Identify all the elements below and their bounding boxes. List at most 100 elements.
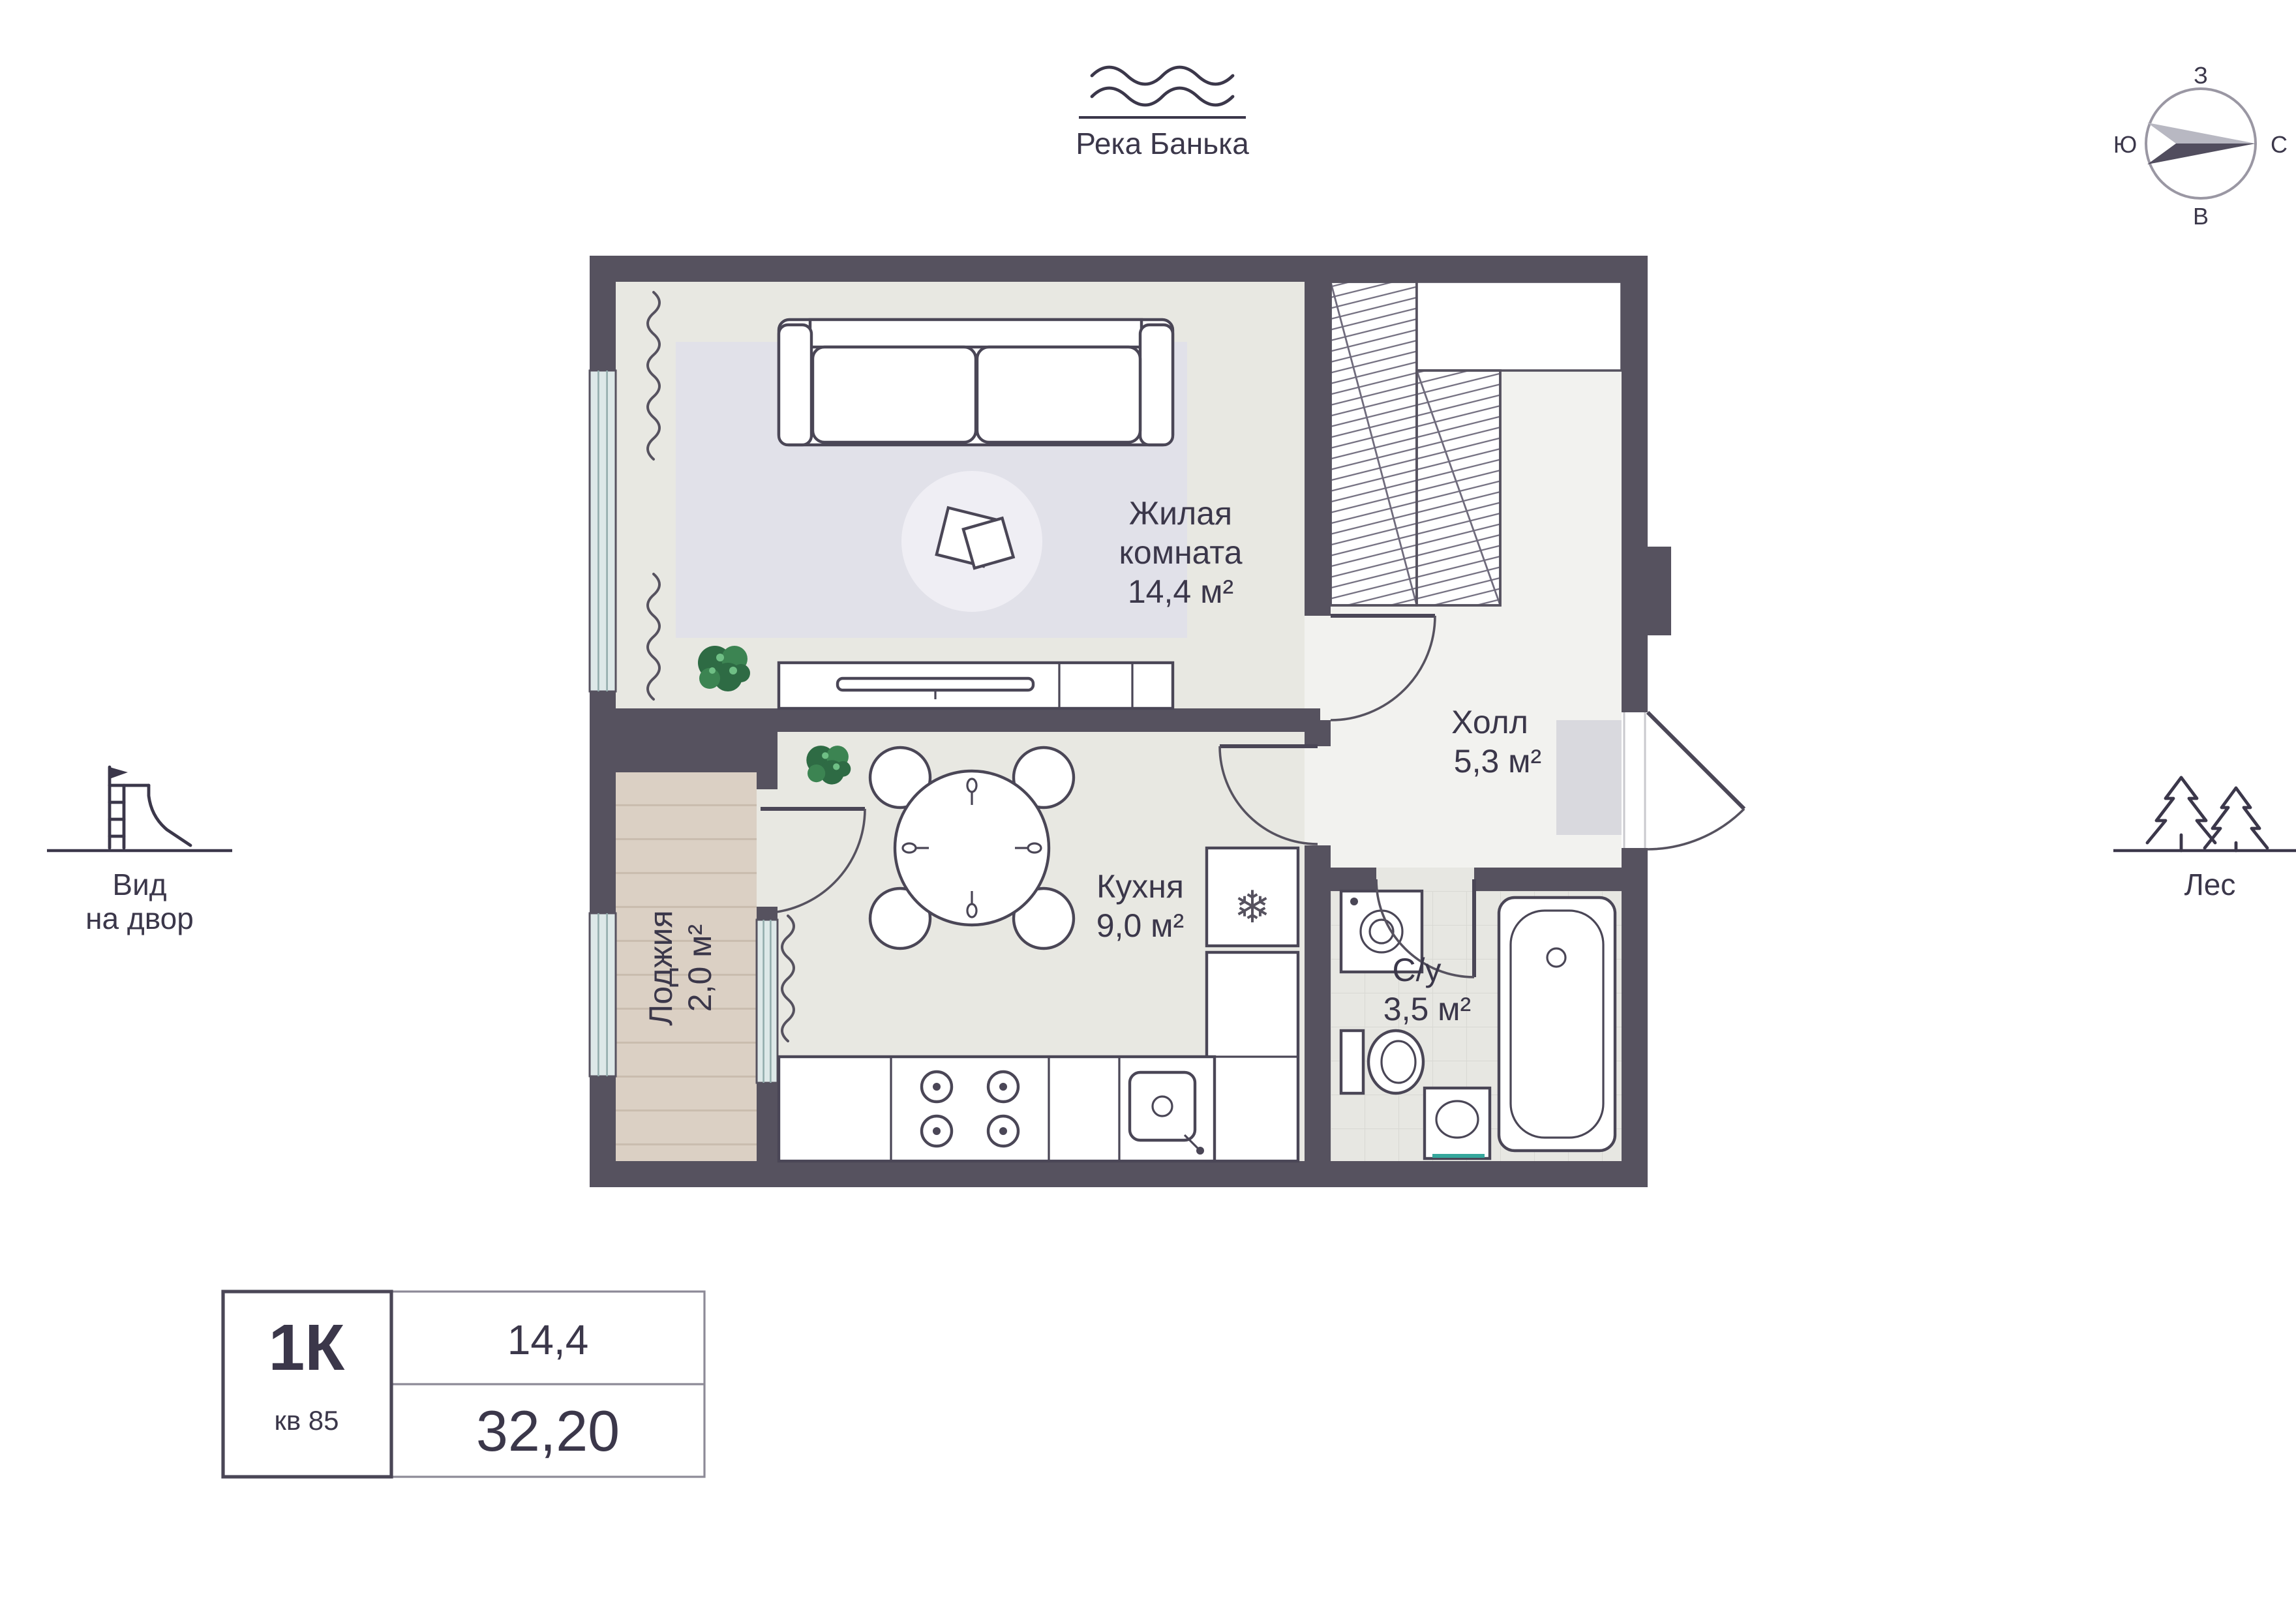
kitchen-door [1218,744,1318,845]
total-area-value: 32,20 [476,1399,620,1463]
playground-icon [108,765,192,850]
compass-needle-dark [2147,144,2256,164]
bathroom-area: 3,5 м² [1383,991,1471,1027]
river-landmark: Река Банька [1076,65,1249,160]
bathroom-sink [1423,1086,1492,1160]
info-card: 1К кв 85 14,4 32,20 [221,1290,706,1479]
kitchen-window [755,918,779,1084]
place-setting [901,842,929,854]
loggia-window [588,912,617,1078]
wall-segment [757,772,778,789]
place-setting [966,778,978,805]
wall-segment [1305,845,1331,1161]
apartment-type: 1К [269,1311,346,1384]
windows [588,369,779,1084]
forest-label: Лес [2184,868,2236,901]
tv-console [777,661,1175,710]
doorway-floor-patch [1376,868,1474,891]
kitchen-area: 9,0 м² [1096,907,1184,944]
room-area-value: 14,4 [507,1316,589,1363]
wall-segment [757,1083,778,1161]
doorway-floor-patch [1305,746,1331,845]
dining-chair [868,886,932,950]
courtyard-label-line1: Вид [112,868,166,901]
compass-west: З [2194,62,2208,89]
place-setting [966,891,978,918]
compass: З Ю С В [2113,62,2288,230]
doors [760,614,1746,978]
loggia-door [760,807,866,915]
wall-segment [590,732,778,772]
wall-segment [616,708,1320,732]
forest-landmark: Лес [2113,776,2296,901]
wall-segment [590,256,1648,282]
living-room-area: 14,4 м² [1128,573,1233,610]
stove [920,1070,1020,1148]
loggia-planks [616,772,757,1161]
washing-machine [1339,889,1424,974]
courtyard-landmark: Вид на двор [47,765,232,935]
dining-table-set [868,746,1076,950]
snowflake-icon: ❄ [1234,883,1271,932]
wall-segment [590,256,616,371]
compass-needle-light [2147,123,2256,144]
dining-table [893,769,1051,927]
living-room-door [1330,614,1436,721]
curtains [646,291,795,1042]
toilet [1339,1029,1425,1095]
wall-segment [1331,868,1376,891]
place-setting [1015,842,1042,854]
curtain [646,291,661,461]
dining-chair [1012,746,1076,810]
wall-segment [1305,720,1331,746]
hall-area: 5,3 м² [1454,743,1541,779]
walls [590,256,1671,1187]
wall-segment [590,772,616,913]
kitchen-sink [1128,1070,1204,1155]
living-room-label: комната [1119,534,1242,571]
wall-segment [1622,256,1648,712]
forest-trees-icon [2145,776,2269,853]
loggia-area: 2,0 м² [682,924,718,1012]
info-card-type-box [221,1290,393,1479]
dining-chair [868,746,932,810]
sofa [777,318,1175,447]
floor-plan: ❄ [588,256,1746,1187]
river-waves-icon [1090,65,1235,86]
kitchen-tall-cabinet [1205,950,1300,1163]
compass-east: В [2193,203,2209,230]
kitchen-counter [777,1055,1216,1163]
bathroom-label: С/у [1393,952,1442,988]
compass-north: С [2271,131,2288,158]
tv [836,676,1035,692]
curtain [646,573,661,701]
coffee-table [935,506,1016,570]
plant [698,646,750,691]
compass-south: Ю [2113,131,2137,158]
wall-pilaster [1648,547,1671,635]
closet-shelf [1415,280,1623,372]
plant [806,746,851,785]
living-room-window [588,369,617,693]
apartment-number: кв 85 [274,1405,339,1436]
wardrobe-right [1415,369,1502,607]
courtyard-label-line2: на двор [85,901,194,935]
fridge: ❄ [1205,846,1300,948]
wall-segment [590,1161,1648,1187]
curtain [781,915,795,1042]
entry-door [1623,710,1746,851]
living-room-label: Жилая [1129,495,1232,532]
dining-chair [1012,886,1076,950]
river-label: Река Банька [1076,127,1249,160]
loggia-label: Лоджия [642,910,679,1025]
bathtub [1497,896,1617,1153]
entry-mat [1556,720,1622,835]
wall-segment [1474,868,1622,891]
wardrobe-left [1329,280,1418,607]
room-labels: Жилая комната 14,4 м² Холл 5,3 м² Кухня … [642,495,1541,1027]
hall-label: Холл [1451,704,1528,740]
kitchen-label: Кухня [1096,868,1184,905]
wall-segment [1305,282,1331,616]
wall-segment [590,1076,616,1161]
